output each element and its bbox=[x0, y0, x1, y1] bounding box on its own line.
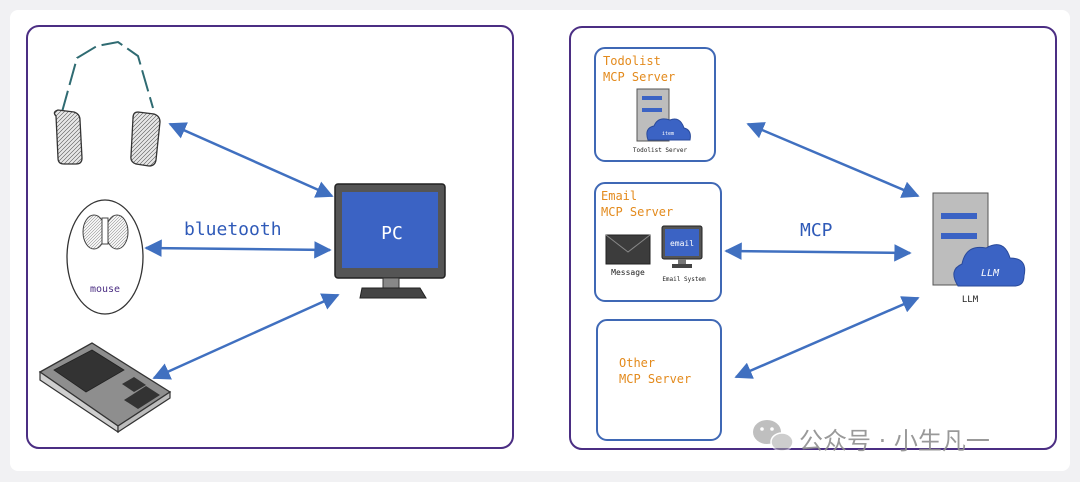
mouse-icon bbox=[66, 199, 144, 315]
arrow-headphones-pc bbox=[168, 122, 334, 198]
todolist-server-icon bbox=[636, 88, 691, 142]
llm-cloud-label: LLM bbox=[981, 268, 1000, 279]
mcp-label: MCP bbox=[800, 220, 833, 241]
arrow-email-llm bbox=[724, 242, 912, 262]
todolist-server-caption: Todolist Server bbox=[633, 147, 688, 154]
other-title-line2: MCP Server bbox=[619, 372, 691, 386]
email-title-line1: Email bbox=[601, 189, 637, 203]
other-server-box bbox=[596, 319, 722, 441]
email-server-box bbox=[594, 182, 722, 302]
arrow-todolist-llm bbox=[746, 122, 920, 198]
email-monitor-icon bbox=[661, 225, 703, 268]
bluetooth-label: bluetooth bbox=[184, 219, 282, 240]
wechat-icon bbox=[753, 420, 794, 452]
email-system-label: Email System bbox=[662, 276, 706, 283]
arrow-other-llm bbox=[734, 296, 920, 379]
watermark-text: 公众号 · 小生凡一 bbox=[799, 427, 990, 455]
other-title-line1: Other bbox=[619, 356, 655, 370]
envelope-icon bbox=[605, 234, 651, 265]
message-label: Message bbox=[611, 268, 645, 277]
right-panel-frame bbox=[569, 26, 1057, 450]
todolist-title-line1: Todolist bbox=[603, 54, 661, 68]
todolist-cloud-label: item bbox=[662, 131, 674, 137]
todolist-title-line2: MCP Server bbox=[603, 70, 675, 84]
headphones-icon bbox=[53, 40, 161, 167]
email-monitor-label: email bbox=[670, 239, 694, 248]
arrow-keyboard-pc bbox=[152, 293, 340, 380]
keyboard-icon bbox=[38, 342, 172, 434]
pc-label: PC bbox=[381, 223, 403, 244]
llm-caption: LLM bbox=[962, 295, 979, 305]
email-title-line2: MCP Server bbox=[601, 205, 673, 219]
left-panel-frame bbox=[26, 25, 514, 449]
mouse-label: mouse bbox=[90, 284, 120, 295]
llm-server-icon bbox=[932, 192, 1026, 287]
arrow-mouse-pc bbox=[144, 239, 332, 259]
pc-monitor-icon bbox=[334, 183, 446, 299]
